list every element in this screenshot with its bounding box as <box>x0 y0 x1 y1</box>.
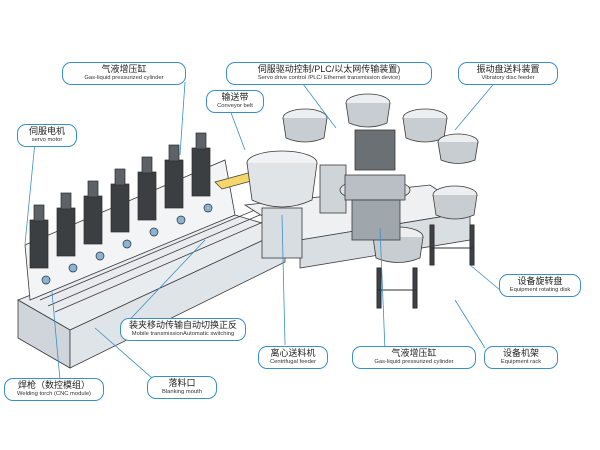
feeder-racks <box>376 224 475 309</box>
label-en: Conveyor belt <box>217 103 253 110</box>
label-cn: 输送带 <box>221 92 249 102</box>
label-cn: 设备机架 <box>502 348 539 358</box>
label-en: Mobile transmissionAutomatic switching <box>131 331 235 338</box>
label-en: Gas-liquid pressurized cylinder <box>374 359 454 366</box>
label-en: Centrifugal feeder <box>269 359 317 366</box>
label-cn: 气液增压缸 <box>391 348 437 358</box>
welding-stations <box>29 132 213 285</box>
label-rotating-disk: 设备旋转盘 Equipment rotating disk <box>499 274 581 297</box>
label-gas-cylinder-top: 气液增压缸 Gas-liquid pressurized cylinder <box>62 62 186 85</box>
label-en: servo motor <box>31 137 63 144</box>
label-en: Equipment rack <box>500 359 542 366</box>
label-cn: 气液增压缸 <box>101 64 147 74</box>
label-en: Welding torch (CNC module) <box>17 391 91 398</box>
label-servo-motor: 伺服电机 servo motor <box>17 124 77 147</box>
label-en: Blanking mouth <box>162 389 202 396</box>
label-cn: 伺服驱动控制/PLC/以太网传输装置) <box>257 64 401 74</box>
label-blanking-mouth: 落料口 Blanking mouth <box>147 376 217 399</box>
leader-lines <box>24 79 501 386</box>
label-cn: 装夹移动传输自动切换正反 <box>128 320 237 330</box>
vibratory-feeders <box>282 93 479 263</box>
rotating-disk <box>339 129 411 241</box>
label-welding-torch: 焊枪（数控模组） Welding torch (CNC module) <box>4 378 104 401</box>
label-en: Servo drive control /PLC/ Ethernet trans… <box>257 75 401 82</box>
label-vibratory-feeder: 振动盘送料装置 Vibratory disc feeder <box>458 62 558 85</box>
label-conveyor-belt: 输送带 Conveyor belt <box>206 90 264 113</box>
label-en: Vibratory disc feeder <box>481 75 535 82</box>
label-en: Gas-liquid pressurized cylinder <box>84 75 164 82</box>
label-cn: 离心送料机 <box>270 348 316 358</box>
label-servo-drive: 伺服驱动控制/PLC/以太网传输装置) Servo drive control … <box>226 62 432 85</box>
centrifugal-bowl <box>246 150 347 259</box>
label-centrifugal-feeder: 离心送料机 Centrifugal feeder <box>258 346 328 369</box>
label-cn: 落料口 <box>168 378 196 388</box>
label-equipment-rack: 设备机架 Equipment rack <box>484 346 558 369</box>
label-cn: 伺服电机 <box>28 126 65 136</box>
label-cn: 振动盘送料装置 <box>476 64 540 74</box>
label-cn: 焊枪（数控模组） <box>17 380 90 390</box>
label-gas-cylinder-bottom: 气液增压缸 Gas-liquid pressurized cylinder <box>352 346 476 369</box>
label-cn: 设备旋转盘 <box>517 276 563 286</box>
label-fixture-transmission: 装夹移动传输自动切换正反 Mobile transmissionAutomati… <box>120 318 246 341</box>
label-en: Equipment rotating disk <box>509 287 571 294</box>
